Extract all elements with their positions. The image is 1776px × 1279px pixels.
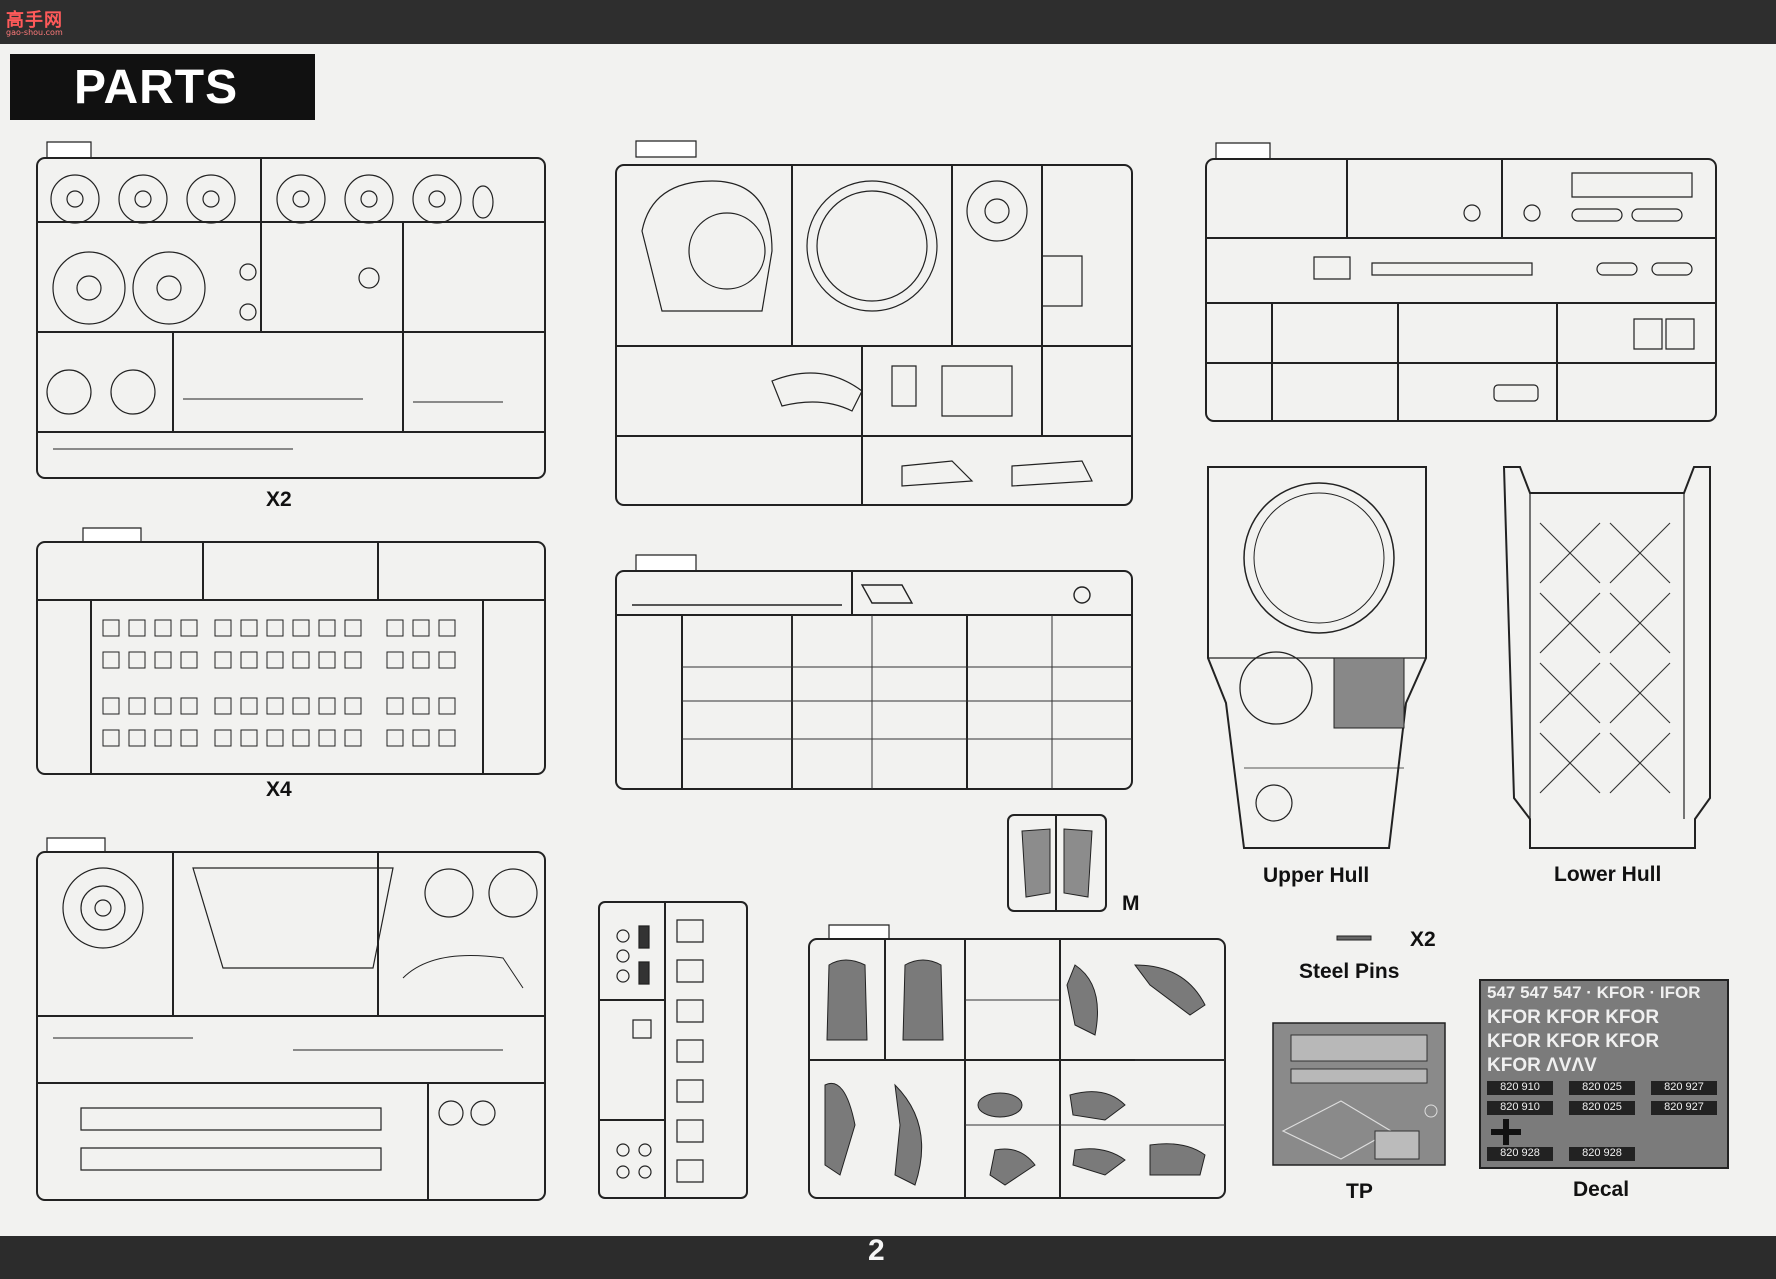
parts-title: PARTS — [74, 61, 239, 114]
decal-plate: 820 927 — [1651, 1081, 1717, 1095]
sprue-details — [1202, 143, 1722, 425]
lower-hull-label: Lower Hull — [1554, 863, 1662, 886]
decal-sheet: 547 547 547 · KFOR · IFOR KFOR KFOR KFOR… — [1479, 979, 1729, 1169]
decal-row-3: KFOR KFOR KFOR — [1487, 1031, 1660, 1052]
photo-etch-fret — [1271, 1021, 1447, 1167]
parts-header: PARTS — [10, 54, 315, 120]
photo-etch-label: TP — [1346, 1180, 1373, 1203]
decal-row-4: KFOR ΛVΛV — [1487, 1055, 1597, 1076]
sprue-fittings — [597, 900, 749, 1202]
sprue-tracks — [33, 528, 553, 778]
watermark: 高手网 gao-shou.com — [6, 6, 76, 37]
decal-row-2: KFOR KFOR KFOR — [1487, 1007, 1660, 1028]
sprue-tracks-quantity: X4 — [266, 778, 292, 801]
decal-row-1: 547 547 547 · KFOR · IFOR — [1487, 983, 1701, 1002]
sprue-wheels-quantity: X2 — [266, 488, 292, 511]
decal-plate: 820 928 — [1487, 1147, 1553, 1161]
steel-pins-quantity: X2 — [1410, 928, 1436, 951]
decal-plate: 820 910 — [1487, 1081, 1553, 1095]
decal-plate: 820 025 — [1569, 1101, 1635, 1115]
decal-plate: 820 927 — [1651, 1101, 1717, 1115]
sprue-turret — [612, 141, 1136, 511]
scan-bottom-edge — [0, 1236, 1776, 1279]
upper-hull-label: Upper Hull — [1263, 864, 1370, 887]
upper-hull-part — [1204, 463, 1430, 855]
sprue-small-parts — [612, 555, 1136, 795]
decal-label: Decal — [1573, 1178, 1630, 1201]
sprue-figures — [805, 925, 1229, 1202]
sprue-chassis — [33, 838, 553, 1204]
lower-hull-part — [1500, 463, 1714, 853]
sprue-mesh — [1006, 813, 1108, 913]
scan-top-edge — [0, 0, 1776, 44]
decal-plate: 820 025 — [1569, 1081, 1635, 1095]
steel-pin-icon — [1336, 934, 1372, 942]
decal-plate: 820 928 — [1569, 1147, 1635, 1161]
watermark-url: gao-shou.com — [6, 28, 63, 37]
sprue-wheels — [33, 142, 553, 482]
decal-plate: 820 910 — [1487, 1101, 1553, 1115]
page-number: 2 — [868, 1234, 885, 1267]
watermark-title: 高手网 — [6, 10, 63, 31]
sprue-mesh-label: M — [1122, 892, 1140, 915]
cross-icon — [1491, 1119, 1521, 1145]
steel-pins-label: Steel Pins — [1299, 960, 1400, 983]
